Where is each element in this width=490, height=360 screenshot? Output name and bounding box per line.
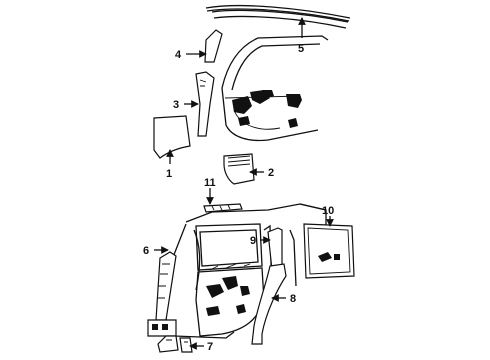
callout-11-label: 11: [204, 177, 216, 189]
callout-7-label: 7: [207, 341, 213, 353]
part-1-kick-panel: [153, 115, 191, 159]
callout-6-label: 6: [143, 245, 149, 257]
callout-6: 6: [143, 245, 169, 257]
callout-9: 9: [250, 235, 271, 247]
part-2-side-cover: [223, 153, 255, 185]
part-9-b-pillar-trim: [267, 227, 283, 271]
part-6-pillar-seal: [147, 251, 177, 337]
part-8-quarter-trim: [251, 263, 287, 345]
part-10-quarter-window: [303, 223, 355, 279]
callout-4: 4: [175, 49, 207, 61]
part-7-bracket: [157, 335, 193, 353]
rear-door: [165, 203, 327, 339]
callout-7: 7: [189, 341, 213, 353]
callout-10-label: 10: [322, 205, 334, 217]
callout-4-label: 4: [175, 49, 182, 61]
callout-2-label: 2: [268, 167, 274, 179]
part-5-roof-weatherstrip: [205, 4, 351, 22]
callout-3: 3: [173, 99, 199, 111]
part-11-clip: [203, 203, 243, 213]
callout-1-label: 1: [166, 168, 172, 180]
callout-10: 10: [322, 205, 334, 227]
callout-1: 1: [166, 149, 174, 180]
callout-5-label: 5: [298, 43, 304, 55]
callout-11: 11: [204, 177, 216, 205]
part-3-pillar-garnish: [195, 71, 215, 137]
callout-5: 5: [298, 17, 306, 55]
callout-8: 8: [271, 293, 296, 305]
callout-8-label: 8: [290, 293, 296, 305]
callout-2: 2: [249, 167, 274, 179]
front-door: [211, 9, 349, 142]
part-4-pillar-trim: [204, 29, 223, 63]
callout-9-label: 9: [250, 235, 256, 247]
callout-3-label: 3: [173, 99, 179, 111]
